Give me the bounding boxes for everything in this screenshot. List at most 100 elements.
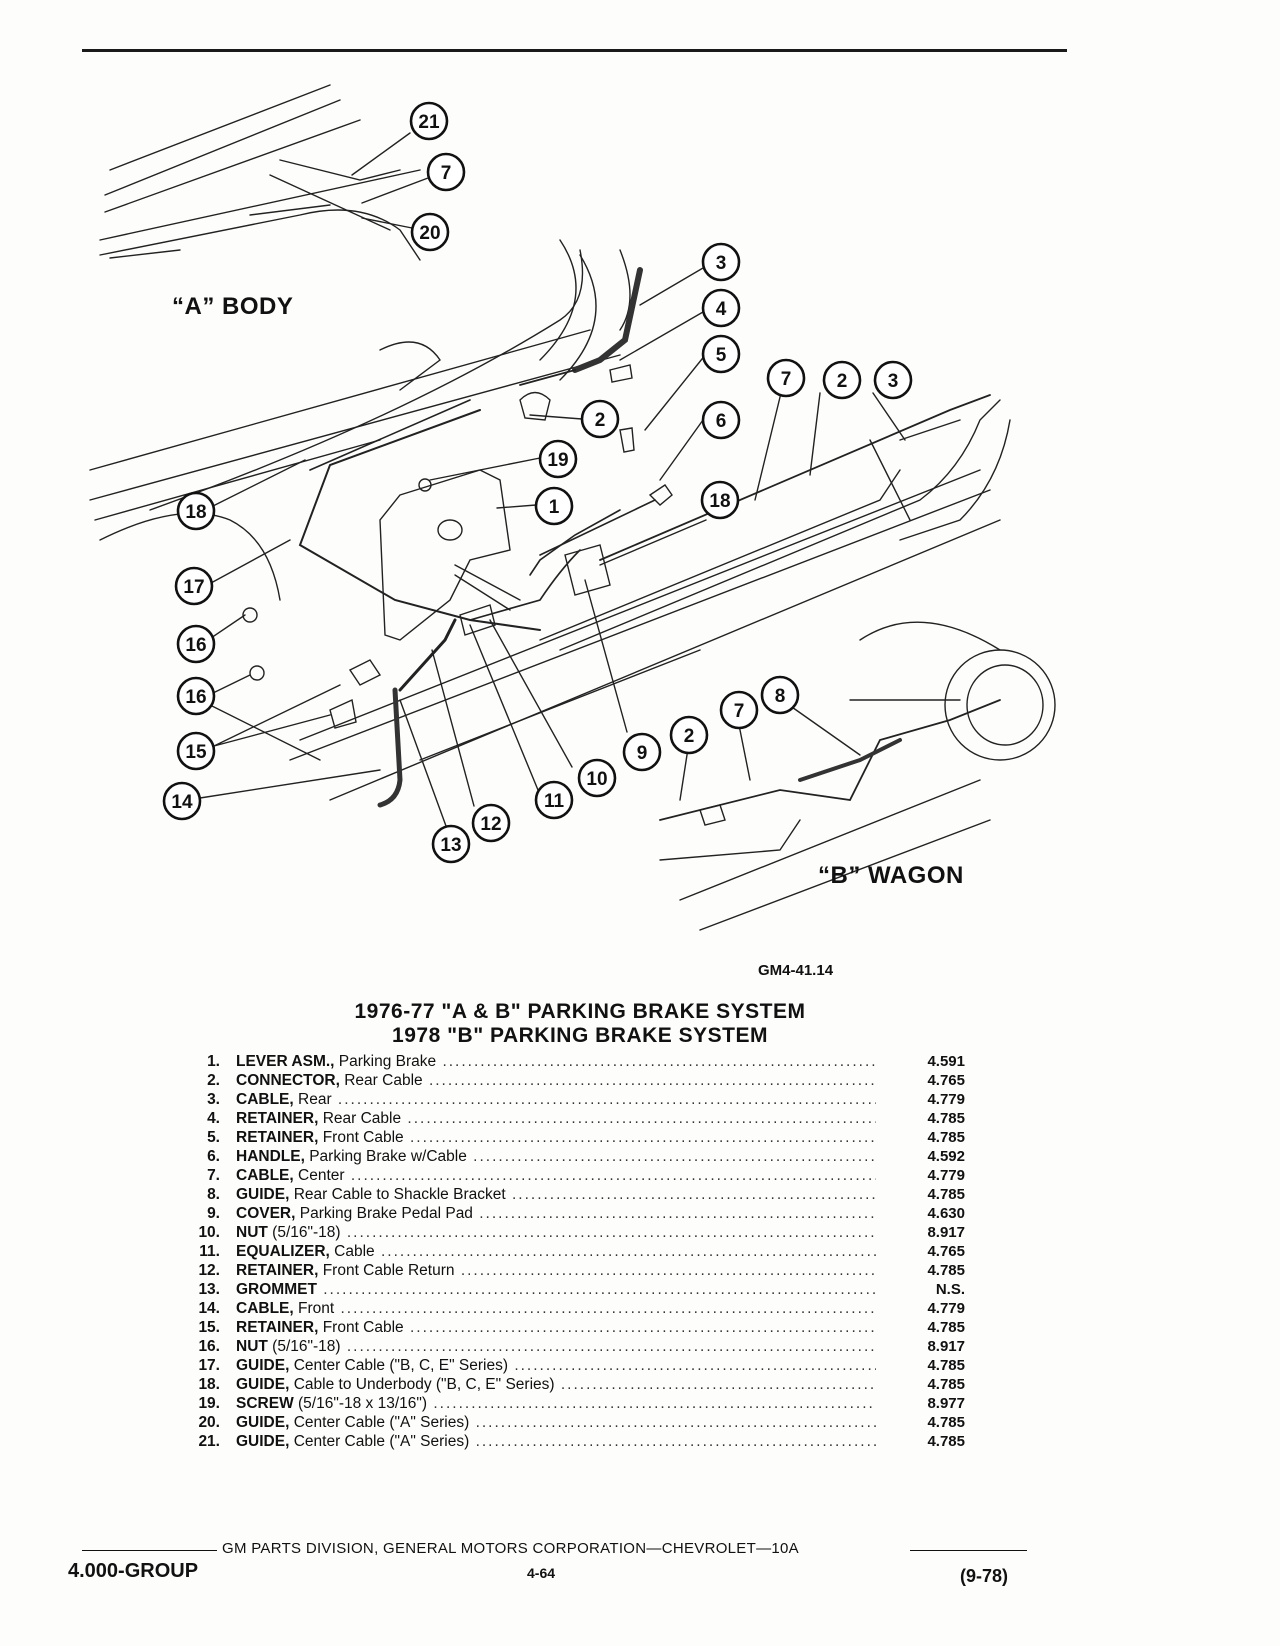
part-name: NUT bbox=[236, 1338, 268, 1355]
part-description: CABLE, Front ...........................… bbox=[236, 1299, 876, 1318]
part-name: CABLE, bbox=[236, 1167, 294, 1184]
callout-16-b: 16 bbox=[176, 676, 216, 716]
footer-rule-left bbox=[82, 1550, 217, 1551]
callout-20: 20 bbox=[410, 212, 450, 252]
part-description: GUIDE, Rear Cable to Shackle Bracket ...… bbox=[236, 1185, 876, 1204]
callout-3-a: 3 bbox=[701, 242, 741, 282]
parts-list: 1.LEVER ASM., Parking Brake ............… bbox=[150, 1052, 965, 1451]
footer-date: (9-78) bbox=[960, 1566, 1009, 1586]
part-number: 6. bbox=[207, 1148, 220, 1165]
part-row: 11.EQUALIZER, Cable ....................… bbox=[150, 1242, 965, 1261]
group-number: 8.917 bbox=[927, 1338, 965, 1355]
part-detail: Center Cable ("A" Series) bbox=[289, 1433, 470, 1450]
callout-17: 17 bbox=[174, 566, 214, 606]
callout-16-a: 16 bbox=[176, 624, 216, 664]
title-line-2: 1978 "B" PARKING BRAKE SYSTEM bbox=[392, 1024, 768, 1047]
leader-dots: ........................................… bbox=[340, 1300, 876, 1317]
leader-dots: ........................................… bbox=[475, 1414, 876, 1431]
group-number: 4.785 bbox=[927, 1357, 965, 1374]
svg-text:9: 9 bbox=[637, 743, 648, 764]
part-number: 4. bbox=[207, 1110, 220, 1127]
svg-text:16: 16 bbox=[185, 635, 206, 656]
part-description: RETAINER, Front Cable ..................… bbox=[236, 1318, 876, 1337]
part-detail: (5/16"-18 x 13/16") bbox=[293, 1395, 428, 1412]
svg-text:2: 2 bbox=[595, 410, 606, 431]
part-number: 21. bbox=[198, 1433, 220, 1450]
leader-dots: ........................................… bbox=[350, 1167, 876, 1184]
callout-2-c: 2 bbox=[669, 715, 709, 755]
group-number: 4.785 bbox=[927, 1186, 965, 1203]
part-name: GUIDE, bbox=[236, 1376, 290, 1393]
svg-text:5: 5 bbox=[716, 345, 727, 366]
part-number: 10. bbox=[198, 1224, 220, 1241]
part-description: GROMMET ................................… bbox=[236, 1280, 876, 1299]
part-description: GUIDE, Center Cable ("B, C, E" Series) .… bbox=[236, 1356, 876, 1375]
part-row: 17.GUIDE, Center Cable ("B, C, E" Series… bbox=[150, 1356, 965, 1375]
part-name: SCREW bbox=[236, 1395, 294, 1412]
part-detail: Center Cable ("A" Series) bbox=[289, 1414, 470, 1431]
svg-text:8: 8 bbox=[775, 686, 786, 707]
svg-text:14: 14 bbox=[171, 792, 193, 813]
part-row: 8.GUIDE, Rear Cable to Shackle Bracket .… bbox=[150, 1185, 965, 1204]
part-detail: Front Cable bbox=[318, 1319, 404, 1336]
group-number: 4.785 bbox=[927, 1110, 965, 1127]
part-description: NUT (5/16"-18) .........................… bbox=[236, 1337, 876, 1356]
callout-10: 10 bbox=[577, 758, 617, 798]
part-description: SCREW (5/16"-18 x 13/16") ..............… bbox=[236, 1394, 876, 1413]
part-row: 10.NUT (5/16"-18) ......................… bbox=[150, 1223, 965, 1242]
leader-dots: ........................................… bbox=[407, 1110, 876, 1127]
group-number: 4.591 bbox=[927, 1053, 965, 1070]
part-description: CONNECTOR, Rear Cable ..................… bbox=[236, 1071, 876, 1090]
part-description: COVER, Parking Brake Pedal Pad .........… bbox=[236, 1204, 876, 1223]
svg-text:17: 17 bbox=[183, 577, 204, 598]
part-name: GROMMET bbox=[236, 1281, 317, 1298]
leader-dots: ........................................… bbox=[337, 1091, 876, 1108]
part-row: 2.CONNECTOR, Rear Cable ................… bbox=[150, 1071, 965, 1090]
part-row: 20.GUIDE, Center Cable ("A" Series) ....… bbox=[150, 1413, 965, 1432]
svg-text:13: 13 bbox=[440, 835, 461, 856]
part-row: 15.RETAINER, Front Cable ...............… bbox=[150, 1318, 965, 1337]
leader-dots: ........................................… bbox=[473, 1148, 876, 1165]
part-description: GUIDE, Center Cable ("A" Series) .......… bbox=[236, 1432, 876, 1451]
footer-group: 4.000-GROUP bbox=[68, 1560, 199, 1582]
part-name: RETAINER, bbox=[236, 1262, 319, 1279]
part-detail: Cable bbox=[329, 1243, 375, 1260]
part-detail: (5/16"-18) bbox=[267, 1338, 341, 1355]
top-rule bbox=[82, 49, 1067, 52]
svg-text:15: 15 bbox=[185, 742, 207, 763]
part-detail: Parking Brake w/Cable bbox=[304, 1148, 467, 1165]
leader-dots: ........................................… bbox=[560, 1376, 876, 1393]
callout-4: 4 bbox=[701, 288, 741, 328]
svg-text:19: 19 bbox=[547, 450, 568, 471]
callout-12: 12 bbox=[471, 803, 511, 843]
group-number: 4.785 bbox=[927, 1433, 965, 1450]
part-detail: Front Cable Return bbox=[318, 1262, 455, 1279]
part-row: 1.LEVER ASM., Parking Brake ............… bbox=[150, 1052, 965, 1071]
part-name: RETAINER, bbox=[236, 1129, 319, 1146]
part-number: 7. bbox=[207, 1167, 220, 1184]
leader-dots: ........................................… bbox=[380, 1243, 876, 1260]
group-number: 4.785 bbox=[927, 1319, 965, 1336]
callout-7-c: 7 bbox=[719, 690, 759, 730]
part-row: 7. CABLE, Center ........................… bbox=[150, 1166, 965, 1185]
svg-text:7: 7 bbox=[781, 369, 792, 390]
svg-text:2: 2 bbox=[684, 726, 695, 747]
callout-5: 5 bbox=[701, 334, 741, 374]
svg-text:11: 11 bbox=[544, 791, 565, 812]
svg-text:18: 18 bbox=[709, 491, 730, 512]
part-description: GUIDE, Cable to Underbody ("B, C, E" Ser… bbox=[236, 1375, 876, 1394]
group-number: 4.785 bbox=[927, 1129, 965, 1146]
group-number: 4.779 bbox=[927, 1091, 965, 1108]
leader-dots: ........................................… bbox=[323, 1281, 876, 1298]
leader-dots: ........................................… bbox=[409, 1319, 876, 1336]
part-number: 12. bbox=[198, 1262, 220, 1279]
callout-8: 8 bbox=[760, 675, 800, 715]
part-number: 16. bbox=[198, 1338, 220, 1355]
part-number: 20. bbox=[198, 1414, 220, 1431]
callout-6: 6 bbox=[701, 400, 741, 440]
callout-18-b: 18 bbox=[700, 480, 740, 520]
callout-21: 21 bbox=[409, 101, 449, 141]
group-number: 4.785 bbox=[927, 1414, 965, 1431]
part-description: EQUALIZER, Cable .......................… bbox=[236, 1242, 876, 1261]
part-description: CABLE, Center ..........................… bbox=[236, 1166, 876, 1185]
